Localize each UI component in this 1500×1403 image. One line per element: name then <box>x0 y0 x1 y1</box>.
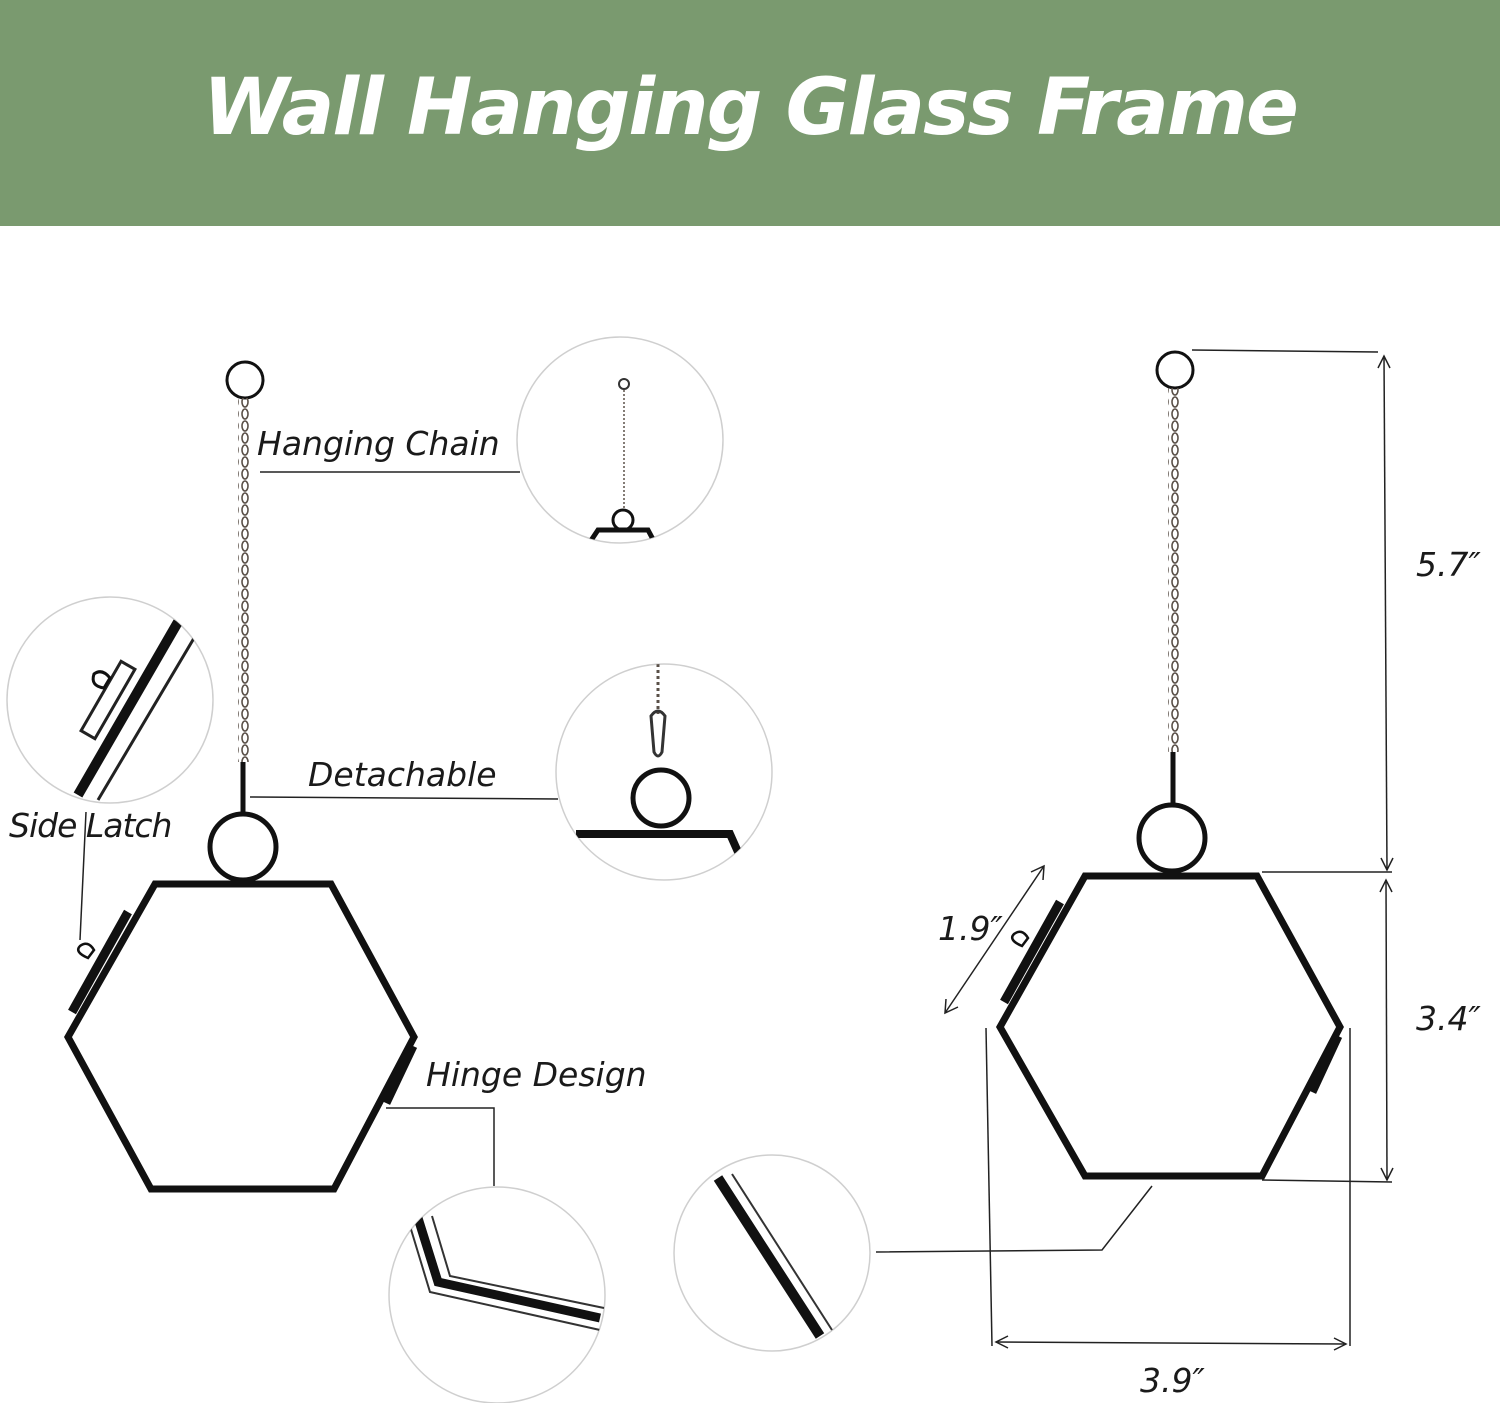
frame-ring-right <box>1136 802 1208 874</box>
callout-hinge-design: Hinge Design <box>386 1055 647 1403</box>
callout-hanging-chain: Hanging Chain <box>257 336 724 544</box>
dimension-lines <box>875 349 1394 1351</box>
dimension-labels: 5.7″ 3.4″ 1.9″ 3.9″ <box>938 545 1481 1400</box>
dim-frame-width: 3.9″ <box>1140 1361 1205 1400</box>
hanging-chain-right <box>1168 388 1180 752</box>
latch-loop-icon <box>77 942 96 960</box>
dim-frame-depth: 1.9″ <box>938 909 1003 948</box>
top-ring <box>225 360 265 400</box>
label-detachable: Detachable <box>308 755 497 794</box>
callout-side-latch: Side Latch <box>6 596 214 941</box>
hexagon-frame <box>63 880 418 1193</box>
title-banner: Wall Hanging Glass Frame <box>0 0 1500 226</box>
label-side-latch: Side Latch <box>9 806 171 845</box>
zoom-circle-latch <box>6 596 214 804</box>
edge-zoom-content <box>713 1173 833 1339</box>
frame-ring <box>207 811 279 883</box>
hexagon-frame-right <box>995 872 1344 1180</box>
hanging-chain <box>238 398 250 762</box>
right-frame-assembly <box>995 350 1344 1180</box>
hinge-edge <box>381 1044 418 1105</box>
banner-title: Wall Hanging Glass Frame <box>203 63 1299 153</box>
label-hinge-design: Hinge Design <box>426 1055 647 1094</box>
side-latch-clip <box>68 909 132 1015</box>
dim-frame-height: 3.4″ <box>1416 999 1481 1038</box>
left-frame-assembly <box>63 360 418 1193</box>
dim-chain-length: 5.7″ <box>1416 545 1481 584</box>
top-ring-right <box>1155 350 1195 390</box>
callout-detachable: Detachable <box>249 663 773 881</box>
label-hanging-chain: Hanging Chain <box>257 424 500 463</box>
zoom-circle-chain <box>516 336 724 544</box>
